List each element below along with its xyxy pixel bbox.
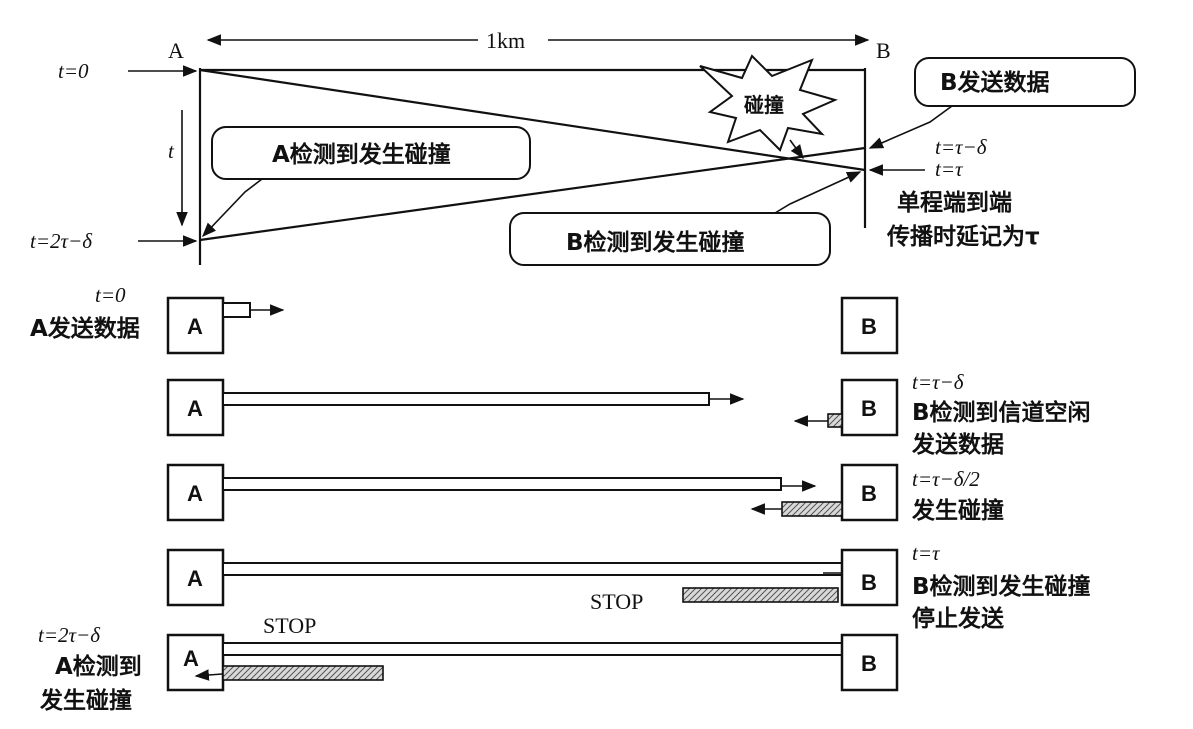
stage-2-station-a: A (166, 378, 225, 437)
stage-1-station-b: B (840, 296, 899, 355)
stage-5-station-b: B (840, 633, 899, 692)
stage-2-text-line2: 发送数据 (911, 431, 1004, 458)
svg-text:B: B (861, 570, 877, 595)
t0-label: t=0 (58, 59, 89, 83)
b-send-time-label: t=τ−δ (935, 135, 988, 159)
stage-3-station-a: A (166, 463, 225, 522)
svg-text:B: B (861, 314, 877, 339)
delay-note-line2: 传播时延记为τ (886, 224, 1040, 250)
stage-3-text-line1: 发生碰撞 (911, 497, 1004, 524)
a-signal-line (199, 68, 866, 172)
svg-text:B: B (861, 481, 877, 506)
svg-text:B: B (861, 396, 877, 421)
stage-1-a-frame (222, 302, 251, 318)
stage-1-text-line1: A发送数据 (30, 315, 140, 342)
stage-3-a-frame (222, 477, 782, 491)
stage-5: t=2τ−δ A检测到 发生碰撞 STOP A B (38, 613, 899, 714)
b-detect-time-label: t=τ (935, 157, 964, 181)
stage-1-time: t=0 (95, 283, 126, 307)
stage-1: t=0 A发送数据 A B (30, 283, 899, 355)
callout-b-send-pointer (868, 105, 953, 149)
timeline-node-b-label: B (876, 38, 891, 63)
svg-text:A: A (183, 646, 199, 671)
stage-4-station-a: A (166, 548, 225, 607)
stage-5-b-jam-frame (222, 665, 384, 681)
callout-b-detect: B检测到发生碰撞 (509, 171, 862, 266)
stage-3-b-frame (781, 501, 843, 517)
svg-text:B: B (861, 651, 877, 676)
collision-pointer (789, 139, 804, 160)
stage-2-b-frame (827, 413, 843, 428)
timeline-node-a-label: A (168, 38, 184, 63)
stage-3: A B t=τ−δ/2 发生碰撞 (166, 463, 1004, 524)
time-axis-label: t (168, 139, 175, 163)
stage-4-time: t=τ (912, 541, 941, 565)
stage-4-b-jam-frame (682, 587, 839, 603)
stage-5-text-line1: A检测到 (55, 653, 142, 680)
stage-5-station-a: A (166, 633, 225, 692)
callout-b-send-label: B发送数据 (940, 69, 1050, 96)
stage-5-text-line2: 发生碰撞 (39, 687, 132, 714)
stage-1-station-a: A (166, 296, 225, 355)
stage-5-a-frame (222, 642, 843, 656)
stage-4-a-frame (222, 562, 843, 576)
stage-5-stop-label: STOP (263, 613, 316, 638)
stage-3-station-b: B (840, 463, 899, 522)
timeline-section: A B 1km t=0 t=2τ−δ t 碰撞 B发送数据 (30, 28, 1136, 266)
stage-4-station-b: B (840, 548, 899, 607)
stage-2-station-b: B (840, 378, 899, 437)
stage-4-text-line2: 停止发送 (912, 605, 1004, 632)
collision-burst: 碰撞 (699, 54, 838, 160)
collision-burst-label: 碰撞 (744, 93, 784, 117)
delay-note-line1: 单程端到端 (897, 190, 1012, 216)
svg-text:A: A (187, 396, 203, 421)
stage-3-time: t=τ−δ/2 (912, 467, 980, 491)
callout-b-detect-pointer (774, 171, 862, 214)
callout-b-send: B发送数据 (868, 57, 1136, 149)
callout-a-detect-pointer (202, 178, 263, 238)
callout-a-detect-label: A检测到发生碰撞 (272, 141, 451, 168)
stage-4: A B STOP t=τ B检测到发生碰撞 停止发送 (166, 541, 1091, 632)
stage-2-a-frame (222, 392, 710, 406)
stage-4-text-line1: B检测到发生碰撞 (912, 573, 1091, 600)
stage-4-stop-label: STOP (590, 589, 643, 614)
stage-2-text-line1: B检测到信道空闲 (912, 399, 1091, 426)
stage-5-time: t=2τ−δ (38, 623, 101, 647)
distance-label: 1km (486, 28, 525, 53)
svg-text:A: A (187, 481, 203, 506)
stage-2: A B t=τ−δ B检测到信道空闲 发送数据 (166, 370, 1091, 458)
b-signal-line (199, 146, 866, 242)
callout-b-detect-label: B检测到发生碰撞 (566, 229, 745, 256)
stage-5-jam-arrow (194, 669, 223, 681)
svg-text:A: A (187, 314, 203, 339)
stage-2-time: t=τ−δ (912, 370, 965, 394)
svg-text:A: A (187, 566, 203, 591)
callout-a-detect: A检测到发生碰撞 (202, 126, 531, 238)
t-end-label: t=2τ−δ (30, 229, 93, 253)
